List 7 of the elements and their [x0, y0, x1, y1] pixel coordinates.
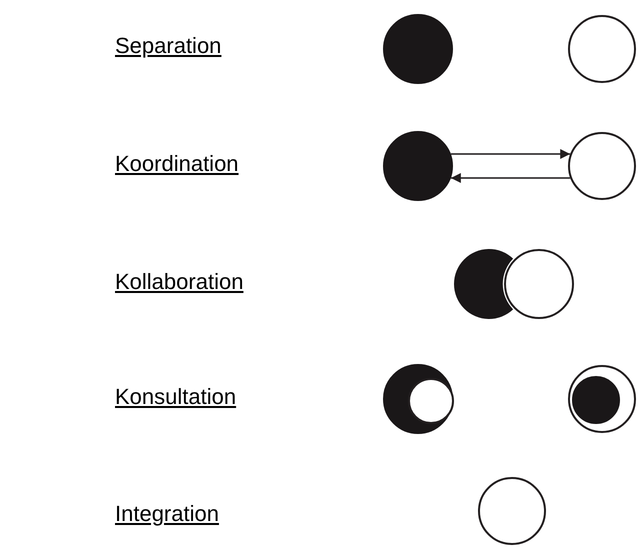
- row-label: Konsultation: [115, 386, 236, 408]
- arrow: [450, 173, 570, 183]
- row-label: Koordination: [115, 153, 239, 175]
- row-label: Integration: [115, 503, 219, 525]
- arrow: [450, 149, 570, 159]
- row-label: Kollaboration: [115, 271, 244, 293]
- row-label: Separation: [115, 35, 222, 57]
